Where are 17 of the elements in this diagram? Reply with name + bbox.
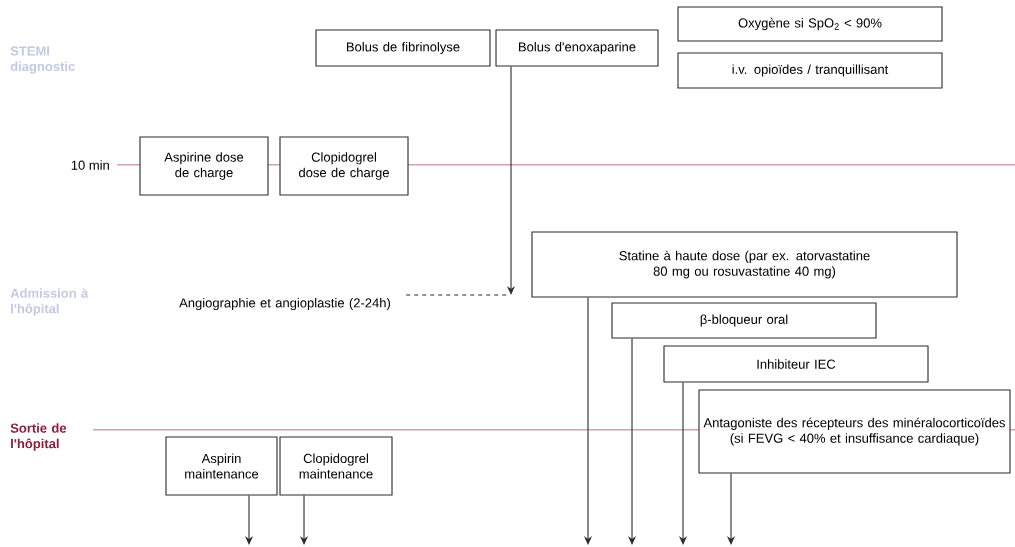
stage-label: STEMI diagnostic [10, 46, 75, 74]
stage-label: Admission à l'hôpital [10, 288, 89, 316]
process-box: Statine à haute dose (par ex. atorvastatine 80 mg ou rosuvastatine 40 mg) [531, 231, 958, 298]
process-box: i.v. opioïdes / tranquillisant [677, 52, 943, 89]
process-box: Antagoniste des récepteurs des minéralocorticoïdes (si FEVG < 40% et insuffisance cardiaque) [698, 389, 1011, 474]
stage-label: Sortie de l'hôpital [10, 423, 67, 451]
process-box: Clopidogrel dose de charge [279, 136, 409, 196]
process-box: Oxygène si SpO$_{2}$ < 90% [677, 6, 943, 42]
process-box: β-bloqueur oral [611, 302, 877, 339]
process-box: Aspirine dose de charge [139, 136, 269, 196]
process-box: Bolus de fibrinolyse [315, 29, 491, 67]
process-box: Clopidogrel maintenance [279, 436, 393, 496]
procedure-label: Angiographie et angioplastie (2-24h) [179, 297, 390, 311]
time-label: 10 min [71, 160, 109, 170]
process-box: Inhibiteur IEC [663, 345, 929, 383]
process-box: Bolus d'enoxaparine [495, 29, 659, 67]
process-box: Aspirin maintenance [165, 436, 278, 496]
